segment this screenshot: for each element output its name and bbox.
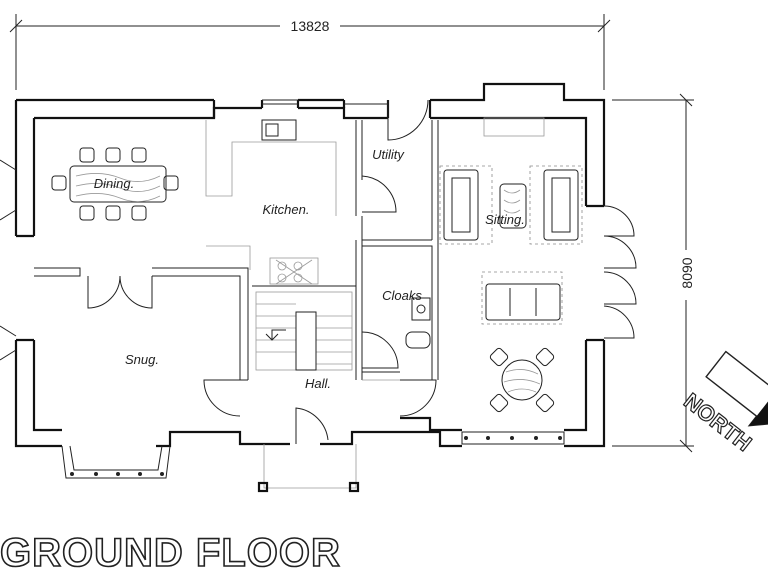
width-dimension-label: 13828 (291, 18, 330, 34)
porch (257, 444, 360, 493)
room-label-dining: Dining. (94, 176, 134, 191)
width-dimension: 13828 (9, 14, 611, 90)
room-label-utility: Utility (372, 147, 405, 162)
room-label-kitchen: Kitchen. (263, 202, 310, 217)
staircase (255, 291, 353, 371)
depth-dimension: 8090 (612, 93, 695, 453)
sitting-furniture (439, 117, 583, 325)
room-label-hall: Hall. (305, 376, 331, 391)
doors (0, 99, 637, 444)
room-label-snug: Snug. (125, 352, 159, 367)
drawing-title: GROUND FLOOR (0, 531, 341, 575)
room-label-sitting: Sitting. (485, 212, 525, 227)
dining-table (51, 147, 179, 221)
depth-dimension-label: 8090 (679, 257, 695, 288)
external-walls (14, 82, 606, 448)
north-arrow: NORTH (679, 350, 768, 457)
bay-window (61, 431, 565, 479)
internal-walls (34, 120, 439, 380)
room-label-cloaks: Cloaks (382, 288, 422, 303)
round-table (489, 347, 555, 413)
kitchen-fittings (205, 119, 337, 285)
